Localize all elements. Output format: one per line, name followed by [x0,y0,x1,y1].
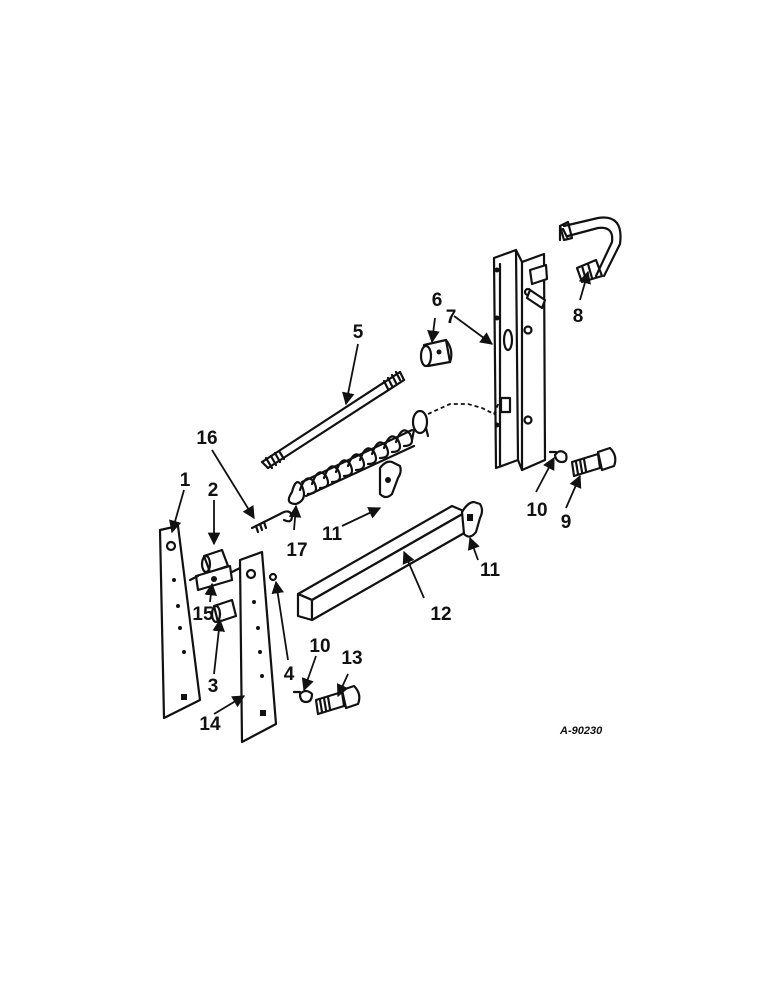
part-11-washer-upper [378,460,402,499]
callout-11-lower: 11 [480,560,501,581]
callout-15: 15 [192,604,214,625]
part-9-bolt [570,446,617,478]
callout-10-lower: 10 [309,636,330,657]
callout-6: 6 [432,290,443,311]
part-14-right-plate [238,550,278,744]
figure-reference: A-90230 [559,725,603,737]
callout-5: 5 [353,322,364,343]
callout-7: 7 [446,307,457,328]
callout-9: 9 [561,512,572,533]
part-16-hook [250,510,294,534]
part-10-lock-washer-upper [548,450,568,464]
part-17-coil-spring [287,399,501,506]
callout-14: 14 [199,714,221,735]
part-12-bar [296,504,468,622]
part-4-ball [268,572,278,582]
part-6-bushing [419,338,453,368]
leader-lines [169,270,591,715]
callout-4: 4 [284,664,295,685]
part-5-threaded-rod [260,370,406,470]
part-2-clamp [194,548,234,592]
callout-2: 2 [208,480,219,501]
callout-16: 16 [196,428,217,449]
part-11-washer-lower [460,500,484,538]
callout-3: 3 [208,676,219,697]
callout-8: 8 [573,306,584,327]
part-3-spacer [210,598,238,624]
part-10-lock-washer-lower [292,689,314,704]
callout-10-upper: 10 [526,500,547,521]
part-13-bolt [314,684,361,716]
callout-17: 17 [286,540,307,561]
part-8-u-bolt [558,216,622,284]
part-7-channel-bracket [492,248,549,472]
callout-1: 1 [180,470,191,491]
callout-numbers: 7 6 8 5 16 17 11 11 12 10 9 1 2 15 3 4 1… [180,290,584,735]
callout-12: 12 [430,604,451,625]
callout-11-upper: 11 [322,524,343,545]
callout-13: 13 [341,648,362,669]
part-15-pin [188,566,242,582]
